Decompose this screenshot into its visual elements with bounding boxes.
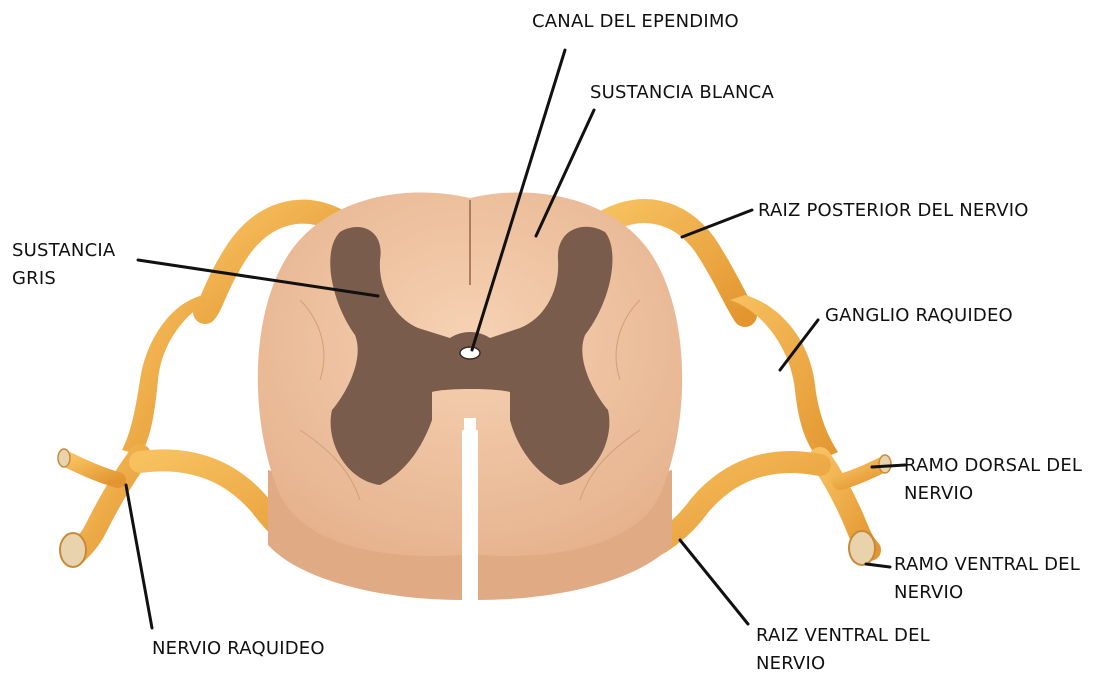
label-raiz-ventral-line2: NERVIO [756, 650, 930, 678]
label-ramo-dorsal-line1: RAMO DORSAL DEL [904, 452, 1082, 480]
label-ganglio-raquideo: GANGLIO RAQUIDEO [825, 302, 1013, 330]
central-canal [460, 347, 480, 359]
label-sustancia-blanca: SUSTANCIA BLANCA [590, 79, 774, 107]
leader-nervio-raquideo [126, 485, 152, 628]
left-nerve-cut-end [60, 533, 86, 567]
label-raiz-ventral-line1: RAIZ VENTRAL DEL [756, 622, 930, 650]
label-raiz-ventral: RAIZ VENTRAL DEL NERVIO [756, 622, 930, 678]
label-ramo-ventral: RAMO VENTRAL DEL NERVIO [894, 551, 1080, 607]
right-dorsal-cut-end [879, 455, 891, 473]
label-canal-ependimo: CANAL DEL EPENDIMO [532, 8, 739, 36]
label-sustancia-gris-line1: SUSTANCIA [12, 237, 115, 265]
label-ramo-dorsal: RAMO DORSAL DEL NERVIO [904, 452, 1082, 508]
leader-raiz-ventral [680, 540, 748, 624]
left-dorsal-ramus [68, 460, 118, 480]
right-nerve-cut-end [849, 531, 875, 565]
ventral-median-fissure [464, 418, 476, 558]
label-nervio-raquideo: NERVIO RAQUIDEO [152, 635, 325, 663]
label-raiz-posterior: RAIZ POSTERIOR DEL NERVIO [758, 197, 1029, 225]
label-ramo-ventral-line2: NERVIO [894, 579, 1080, 607]
leader-ramo-dorsal [872, 465, 905, 467]
label-ramo-ventral-line1: RAMO VENTRAL DEL [894, 551, 1080, 579]
label-sustancia-gris: SUSTANCIA GRIS [12, 237, 115, 293]
leader-ramo-ventral [866, 564, 890, 567]
label-sustancia-gris-line2: GRIS [12, 265, 115, 293]
label-ramo-dorsal-line2: NERVIO [904, 480, 1082, 508]
spinal-cord [258, 192, 682, 600]
left-dorsal-cut-end [58, 449, 70, 467]
